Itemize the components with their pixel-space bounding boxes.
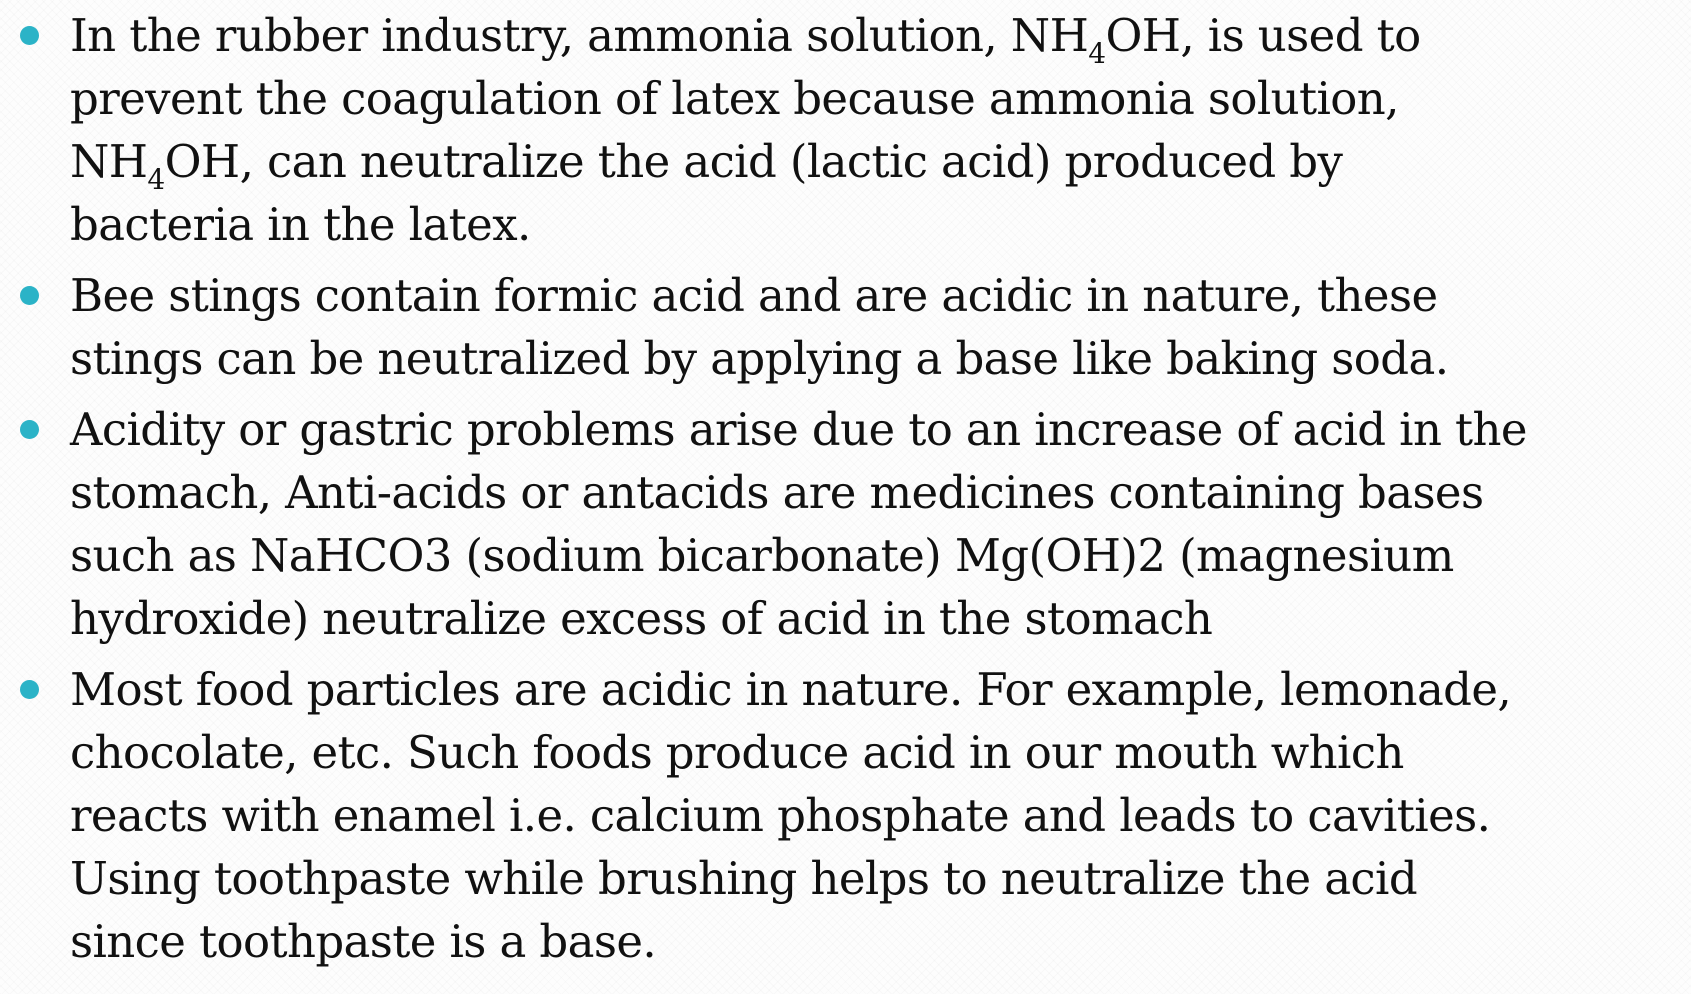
bullet-line: hydroxide) neutralize excess of acid in … [70,592,1213,645]
bullet-dot-icon [20,420,39,439]
bullet-line: prevent the coagulation of latex because… [70,72,1399,125]
bullet-line: reacts with enamel i.e. calcium phosphat… [70,789,1491,842]
bullet-dot-icon [20,26,39,45]
bullet-line: NH4OH, can neutralize the acid (lactic a… [70,135,1343,196]
bullet-line: Most food particles are acidic in nature… [70,663,1512,716]
bullet-line: Using toothpaste while brushing helps to… [70,852,1418,905]
bullet-line: such as NaHCO3 (sodium bicarbonate) Mg(O… [70,529,1454,582]
bullet-line: bacteria in the latex. [70,198,531,251]
bullet-list: In the rubber industry, ammonia solution… [20,4,1682,981]
bullet-item-bee-stings: Bee stings contain formic acid and are a… [20,264,1682,390]
bullet-item-rubber-industry: In the rubber industry, ammonia solution… [20,4,1682,256]
bullet-dot-icon [20,286,39,305]
subscript: 4 [1088,37,1106,70]
bullet-line: Acidity or gastric problems arise due to… [70,403,1528,456]
bullet-item-food-particles: Most food particles are acidic in nature… [20,658,1682,973]
bullet-text: In the rubber industry, ammonia solution… [70,4,1682,256]
bullet-line: stomach, Anti-acids or antacids are medi… [70,466,1484,519]
bullet-line: stings can be neutralized by applying a … [70,332,1449,385]
subscript: 4 [147,163,165,196]
bullet-line: chocolate, etc. Such foods produce acid … [70,726,1404,779]
bullet-item-acidity: Acidity or gastric problems arise due to… [20,398,1682,650]
bullet-line: Bee stings contain formic acid and are a… [70,269,1438,322]
bullet-text: Bee stings contain formic acid and are a… [70,264,1682,390]
bullet-text: Most food particles are acidic in nature… [70,658,1682,973]
bullet-dot-icon [20,680,39,699]
bullet-line: In the rubber industry, ammonia solution… [70,9,1421,70]
bullet-line: since toothpaste is a base. [70,915,657,968]
bullet-text: Acidity or gastric problems arise due to… [70,398,1682,650]
